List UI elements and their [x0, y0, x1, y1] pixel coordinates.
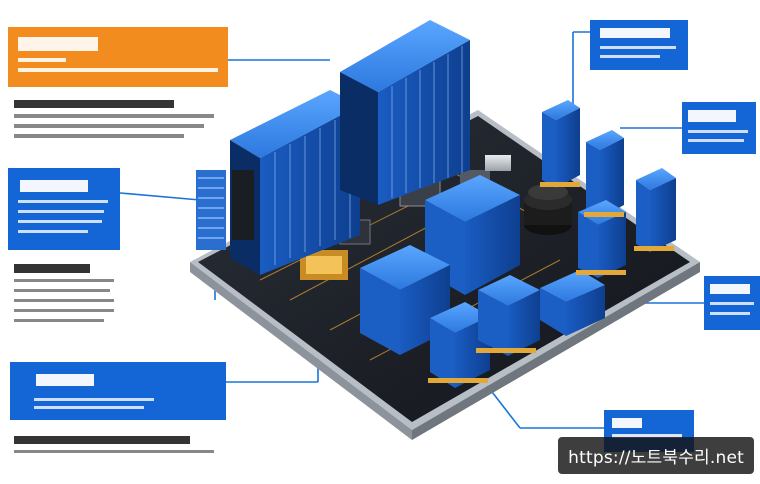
label-box-blue-1: [8, 168, 120, 250]
label-box-blue-2: [10, 362, 226, 420]
memory-modules-right: [542, 100, 676, 278]
label-box-right-3: [704, 276, 760, 330]
label-text-block-1: [14, 100, 214, 138]
module-cube-bottom: [430, 270, 605, 388]
site-watermark: https://노트북수리.net: [558, 437, 754, 474]
label-box-right-2: [682, 102, 756, 154]
module-center: [340, 20, 470, 205]
label-text-block-3: [14, 436, 214, 453]
module-left: [230, 90, 360, 275]
heatsink-left: [196, 170, 226, 250]
label-box-right-top: [590, 20, 688, 70]
label-box-orange: [8, 27, 228, 87]
capacitor: [524, 184, 572, 235]
gold-pins: [428, 182, 674, 383]
label-text-block-2: [14, 264, 114, 322]
